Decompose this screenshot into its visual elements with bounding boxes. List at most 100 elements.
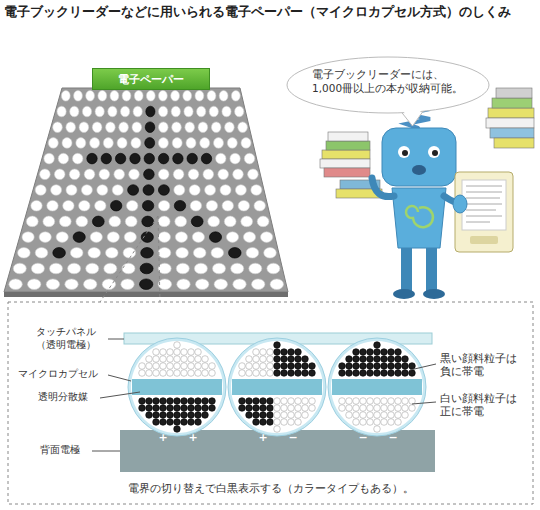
white-particle — [260, 356, 267, 363]
pixel-dot — [131, 138, 141, 149]
black-particle — [281, 370, 288, 377]
black-particle — [146, 405, 153, 412]
black-particle — [167, 412, 174, 419]
black-particle — [374, 356, 381, 363]
black-particle — [395, 349, 402, 356]
pixel-dot — [172, 122, 182, 133]
white-particle — [153, 363, 160, 370]
pixel-dot — [196, 279, 209, 290]
pixel-dot — [218, 169, 229, 180]
pixel-dot — [84, 279, 97, 290]
particle-label: 白い顔料粒子は 正に帯電 — [440, 392, 526, 418]
black-particle — [367, 356, 374, 363]
pixel-dot — [86, 263, 99, 274]
pixel-dot — [231, 91, 240, 102]
white-particle — [274, 412, 281, 419]
white-particle — [302, 398, 309, 405]
pixel-dot — [225, 122, 235, 133]
pixel-dot — [158, 216, 170, 227]
pixel-dot — [28, 279, 41, 290]
pixel-dot — [229, 248, 242, 259]
pixel-dot — [142, 200, 153, 211]
book — [326, 141, 370, 150]
black-particle — [339, 370, 346, 377]
book — [486, 118, 534, 128]
pixel-dot — [235, 106, 244, 117]
white-particle — [239, 370, 246, 377]
white-particle — [309, 405, 316, 412]
pixel-dot — [69, 169, 80, 180]
pixel-dot — [191, 216, 203, 227]
white-particle — [295, 398, 302, 405]
pixel-dot — [73, 153, 83, 164]
body — [392, 188, 446, 248]
pixel-dot — [158, 279, 171, 290]
pixel-dot — [173, 169, 184, 180]
foot — [393, 289, 415, 299]
pixel-dot — [132, 122, 142, 133]
black-particle — [167, 398, 174, 405]
white-particle — [302, 412, 309, 419]
white-particle — [374, 412, 381, 419]
black-particle — [153, 405, 160, 412]
black-particle — [302, 356, 309, 363]
pixel-dot — [76, 216, 88, 227]
white-particle — [260, 370, 267, 377]
white-particle — [388, 398, 395, 405]
text-line — [466, 204, 502, 205]
pixel-dot — [241, 216, 253, 227]
zoom-frame — [8, 302, 533, 504]
pixel-dot — [119, 122, 129, 133]
black-particle — [388, 349, 395, 356]
white-particle — [346, 412, 353, 419]
pixel-dot — [86, 91, 95, 102]
pixel-dot — [146, 106, 155, 117]
pixel-dot — [43, 216, 55, 227]
white-particle — [160, 356, 167, 363]
text-line — [466, 186, 502, 187]
panel-name-box: 電子ペーパー — [92, 68, 210, 90]
book — [492, 98, 532, 108]
pixel-dot — [174, 185, 185, 196]
black-particle — [346, 363, 353, 370]
pixel-dot — [62, 138, 72, 149]
pixel-dot — [270, 279, 283, 290]
black-particle — [309, 370, 316, 377]
book — [328, 132, 368, 141]
black-particle — [295, 356, 302, 363]
pixel-dot — [207, 91, 216, 102]
white-particle — [402, 412, 409, 419]
black-particle — [202, 405, 209, 412]
black-particle — [374, 342, 381, 349]
mouth — [412, 165, 426, 175]
black-particle — [153, 419, 160, 426]
white-particle — [388, 405, 395, 412]
node-text: 電子ブックリーダーには、1,000冊以上の本が収納可能。 — [312, 68, 464, 96]
black-particle — [160, 412, 167, 419]
black-particle — [395, 370, 402, 377]
white-particle — [288, 405, 295, 412]
black-particle — [267, 412, 274, 419]
white-particle — [174, 342, 181, 349]
pixel-dot — [121, 106, 130, 117]
dispersion-medium — [132, 379, 222, 395]
black-particle — [374, 370, 381, 377]
pixel-dot — [39, 232, 51, 243]
white-particle — [281, 419, 288, 426]
white-particle — [195, 370, 202, 377]
text-line — [466, 210, 496, 211]
screen-lines — [466, 186, 502, 222]
white-particle — [274, 405, 281, 412]
book — [490, 128, 534, 138]
arm — [372, 178, 394, 197]
pixel-dot — [145, 138, 155, 149]
pixel-dot — [101, 153, 111, 164]
black-particle — [395, 356, 402, 363]
pixel-dot — [117, 138, 127, 149]
pixel-dot — [90, 232, 102, 243]
black-particle — [281, 349, 288, 356]
white-particle — [381, 412, 388, 419]
pixel-dot — [158, 185, 169, 196]
pixel-dot — [267, 263, 280, 274]
black-particle — [181, 405, 188, 412]
